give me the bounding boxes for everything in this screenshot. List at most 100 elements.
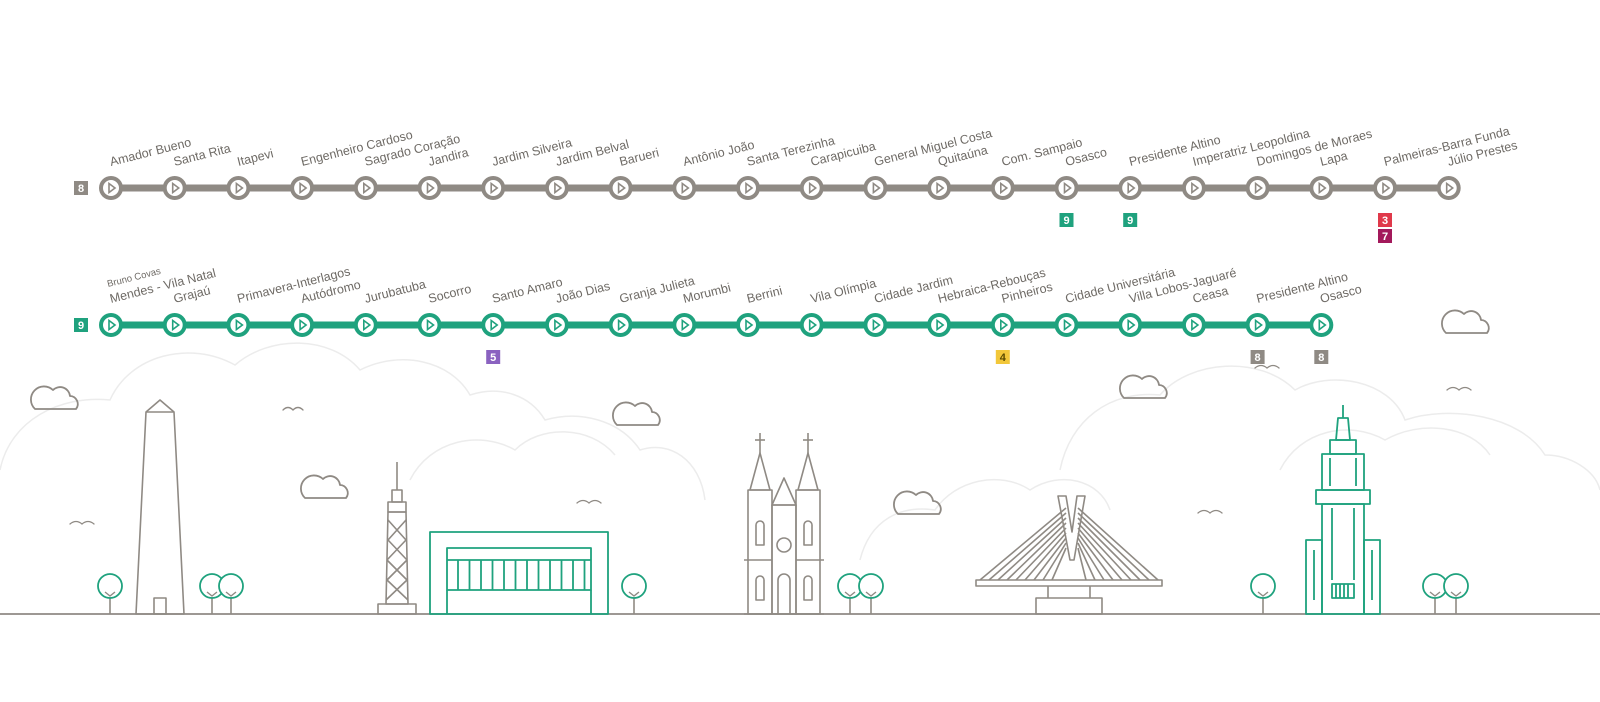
station-center[interactable] — [1249, 180, 1266, 196]
line-badge-number: 9 — [78, 320, 84, 332]
play-icon — [936, 318, 945, 332]
transfer-line-number: 9 — [1127, 215, 1133, 227]
station-center[interactable] — [1313, 317, 1330, 333]
bird-icon — [282, 406, 304, 411]
station-center[interactable] — [548, 317, 565, 333]
station-center[interactable] — [103, 317, 119, 333]
station-center[interactable] — [1249, 317, 1266, 333]
play-icon — [1191, 318, 1200, 332]
station-center[interactable] — [803, 317, 820, 333]
station-center[interactable] — [867, 180, 884, 196]
station-center[interactable] — [994, 317, 1011, 333]
play-icon — [1063, 318, 1072, 332]
line-badge-box — [74, 181, 88, 195]
bird-icon — [1254, 364, 1280, 369]
play-icon — [108, 181, 117, 195]
tree-branch — [844, 591, 856, 597]
transfer-badge: 7 — [1378, 229, 1392, 243]
station-center[interactable] — [230, 317, 247, 333]
station-center[interactable] — [1440, 180, 1457, 196]
bridge-cable — [1077, 532, 1114, 581]
station-center[interactable] — [931, 180, 948, 196]
line-badge-box — [74, 318, 88, 332]
bridge-cable — [988, 512, 1067, 581]
station-center[interactable] — [166, 180, 183, 196]
station-label: Itapevi — [236, 146, 275, 168]
station-center[interactable] — [1185, 180, 1202, 196]
play-icon — [554, 181, 563, 195]
station-center[interactable] — [867, 317, 884, 333]
transfer-line-number: 3 — [1382, 215, 1388, 227]
bridge-cable — [1077, 517, 1141, 581]
tree-branch — [206, 591, 218, 597]
station-center[interactable] — [421, 317, 438, 333]
bridge-cable — [1077, 527, 1123, 581]
bridge-cable — [1077, 507, 1159, 581]
tree-crown — [1250, 573, 1276, 599]
bridge-cable — [979, 507, 1067, 581]
station-center[interactable] — [1122, 180, 1139, 196]
station-center[interactable] — [294, 180, 311, 196]
station-center[interactable] — [1185, 317, 1202, 333]
station-label: Santo Amaro — [491, 275, 565, 306]
station-node[interactable]: Berrini — [736, 284, 784, 337]
station-center[interactable] — [803, 180, 820, 196]
bridge-cable — [1024, 532, 1067, 581]
station-center[interactable] — [103, 180, 119, 196]
play-icon — [490, 318, 499, 332]
station-center[interactable] — [612, 180, 629, 196]
station-center[interactable] — [421, 180, 438, 196]
cathedral-icon — [744, 433, 824, 615]
tree-branch — [865, 591, 877, 597]
station-center[interactable] — [230, 180, 247, 196]
station-center[interactable] — [548, 180, 565, 196]
station-center[interactable] — [357, 317, 374, 333]
bridge-cable — [1015, 527, 1067, 581]
cloud-icon — [1441, 309, 1490, 334]
play-icon — [1318, 181, 1327, 195]
station-node[interactable]: Ceasa — [1181, 284, 1230, 337]
station-center[interactable] — [676, 180, 693, 196]
transfer-badge-box — [486, 350, 501, 364]
station-center[interactable] — [166, 317, 183, 333]
station-center[interactable] — [485, 317, 502, 333]
station-center[interactable] — [612, 317, 629, 333]
station-label: Lapa — [1319, 149, 1349, 169]
play-icon — [872, 181, 881, 195]
station-center[interactable] — [931, 317, 948, 333]
station-center[interactable] — [1058, 317, 1075, 333]
play-icon — [235, 181, 244, 195]
station-center[interactable] — [1122, 317, 1139, 333]
station-center[interactable] — [485, 180, 502, 196]
station-node[interactable]: Itapevi — [226, 146, 275, 200]
play-icon — [1127, 181, 1136, 195]
tree-icon — [218, 573, 244, 614]
station-center[interactable] — [1313, 180, 1330, 196]
play-icon — [617, 318, 626, 332]
bridge-cable — [1033, 537, 1067, 581]
play-icon — [936, 181, 945, 195]
station-center[interactable] — [1058, 180, 1075, 196]
station-center[interactable] — [676, 317, 693, 333]
station-center[interactable] — [994, 180, 1011, 196]
station-center[interactable] — [740, 180, 756, 196]
play-icon — [1191, 181, 1200, 195]
station-center[interactable] — [1377, 180, 1393, 196]
station-center[interactable] — [357, 180, 374, 196]
station-center[interactable] — [740, 317, 756, 333]
transfer-badge-box — [1378, 213, 1392, 227]
transfer-badge: 9 — [1059, 213, 1074, 227]
bridge-cable — [1051, 547, 1067, 581]
tree-icon — [621, 573, 647, 614]
station-center[interactable] — [294, 317, 311, 333]
play-icon — [999, 181, 1009, 195]
play-icon — [681, 318, 690, 332]
station-node[interactable]: Lapa — [1309, 149, 1349, 200]
play-icon — [1063, 181, 1072, 195]
tree-icon — [1422, 573, 1448, 614]
